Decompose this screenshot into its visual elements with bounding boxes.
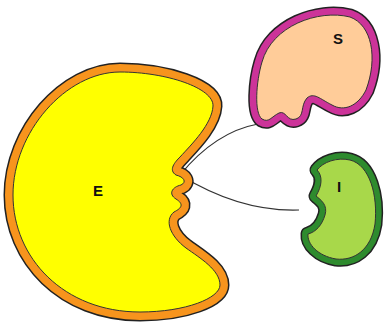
molecule-letter: E [93,183,103,198]
inhibitor-shape: I [295,148,389,273]
enzyme-shape-outline [0,55,235,327]
substrate-shape-outline [248,0,389,135]
molecule-letter: I [337,179,341,194]
molecule-letter: S [333,31,343,46]
substrate-shape: S [248,0,389,135]
binding-arrow [180,175,299,210]
inhibitor-shape-outline [295,148,389,273]
enzyme-shape: E [0,55,235,327]
